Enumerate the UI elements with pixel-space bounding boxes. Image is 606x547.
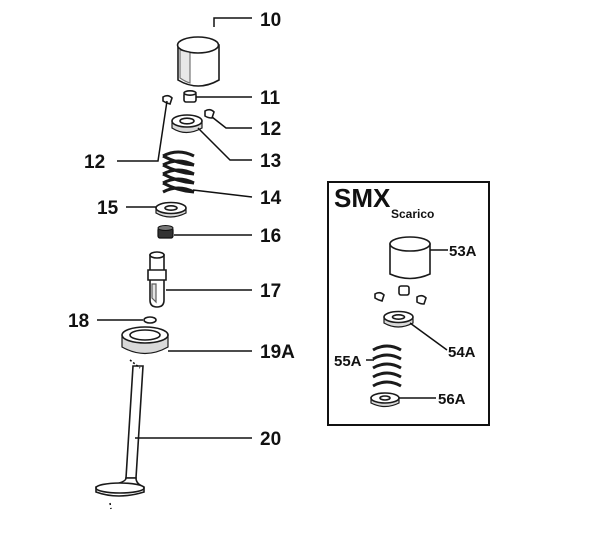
part-14-valve-spring — [162, 150, 195, 194]
part-19a-valve-seat — [121, 326, 169, 355]
part-17-valve-guide — [147, 251, 167, 308]
inset-subtitle: Scarico — [391, 207, 434, 221]
part-53a-tappet — [389, 236, 431, 280]
part-20-valve — [95, 359, 145, 510]
callout-12-left: 12 — [84, 152, 105, 173]
callout-54a: 54A — [448, 344, 476, 361]
part-10-tappet — [176, 36, 220, 87]
callout-17: 17 — [260, 281, 281, 302]
callout-10: 10 — [260, 10, 281, 31]
callout-13: 13 — [260, 151, 281, 172]
callout-16: 16 — [260, 226, 281, 247]
leader-lines — [97, 17, 253, 439]
callout-15: 15 — [97, 198, 119, 219]
inset-title: SMX — [334, 183, 391, 213]
callout-55a: 55A — [334, 353, 362, 370]
part-15-spring-seat — [155, 201, 187, 218]
part-54a-retainer — [383, 310, 414, 328]
callout-53a: 53A — [449, 243, 477, 260]
callout-14: 14 — [260, 188, 282, 209]
part-56a-spring-seat — [370, 392, 400, 408]
callout-19a: 19A — [260, 342, 295, 363]
inset-keepers — [374, 285, 427, 305]
callout-11: 11 — [260, 88, 281, 109]
part-12-keeper-right — [204, 108, 215, 119]
part-12-keeper-left — [162, 94, 173, 105]
callout-12-right: 12 — [260, 119, 281, 140]
part-16-stem-seal — [157, 225, 174, 239]
callout-20: 20 — [260, 429, 281, 450]
part-11-shim — [183, 90, 197, 103]
part-55a-spring — [372, 344, 402, 388]
inset-smx-panel: SMX Scarico 53A 54A — [327, 181, 490, 426]
callout-56a: 56A — [438, 391, 466, 408]
part-18-circlip — [143, 316, 157, 324]
part-13-retainer — [171, 114, 203, 134]
callout-18: 18 — [68, 311, 89, 332]
